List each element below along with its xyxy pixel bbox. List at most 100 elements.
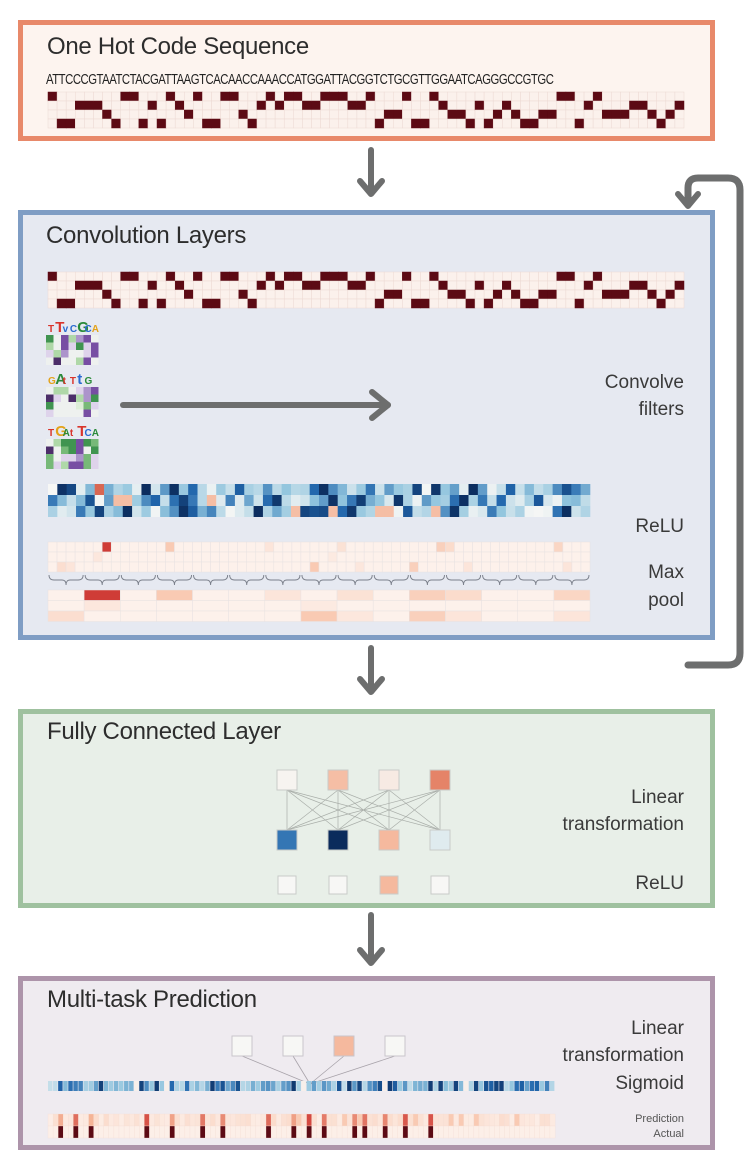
prediction-cell [245, 1113, 252, 1127]
relu-input-cell [216, 495, 226, 506]
sigmoid-cell [473, 1081, 479, 1091]
actual-cell [357, 1125, 363, 1139]
one-hot-cell [365, 298, 376, 309]
relu-input-cell [496, 506, 507, 517]
relu-output-cell [65, 541, 76, 553]
one-hot-cell [193, 91, 203, 102]
filter-weight-cell [91, 394, 99, 402]
one-hot-cell [574, 91, 585, 102]
one-hot-cell [374, 280, 385, 291]
one-hot-cell [620, 100, 630, 111]
relu-output-cell [571, 551, 582, 563]
one-hot-cell [665, 91, 676, 102]
max-pool-cell [47, 589, 85, 601]
one-hot-cell [65, 298, 76, 309]
relu-input-cell [262, 506, 273, 517]
sigmoid-cell [88, 1081, 94, 1091]
one-hot-cell [111, 109, 121, 120]
fc-relu-label: ReLU [635, 873, 684, 894]
actual-cell [306, 1125, 312, 1139]
one-hot-cell [56, 280, 67, 291]
one-hot-cell [556, 289, 567, 300]
relu-input-cell [141, 506, 152, 517]
one-hot-cell [483, 118, 494, 129]
prediction-cell [514, 1113, 520, 1127]
max-pool-cell [336, 610, 374, 622]
prediction-cell [159, 1113, 165, 1127]
prediction-cell [149, 1113, 155, 1127]
one-hot-cell [665, 280, 676, 291]
filter-weight-cell [91, 409, 99, 417]
one-hot-cell [638, 298, 648, 309]
pool-brace [193, 574, 229, 586]
one-hot-cell [420, 271, 430, 282]
sigmoid-cell [291, 1081, 296, 1091]
sigmoid-cell [184, 1081, 190, 1091]
max-pool-cell [264, 589, 302, 601]
one-hot-cell [547, 280, 558, 291]
one-hot-cell [102, 298, 112, 309]
motif-logo-letter: T [77, 423, 86, 440]
one-hot-cell [320, 109, 330, 120]
relu-output-cell [372, 541, 383, 553]
one-hot-cell [492, 118, 503, 129]
prediction-cell [83, 1113, 89, 1127]
mt-input-node [231, 1035, 253, 1057]
actual-cell [235, 1125, 241, 1139]
actual-cell [458, 1125, 464, 1139]
sigmoid-cell [195, 1081, 200, 1091]
one-hot-cell [174, 298, 185, 309]
one-hot-cell [283, 271, 294, 282]
prediction-cell [179, 1113, 186, 1127]
one-hot-cell [47, 109, 58, 120]
sigmoid-cell [499, 1081, 504, 1091]
relu-output-cell [427, 561, 437, 573]
one-hot-cell [538, 118, 548, 129]
relu-input-cell [524, 495, 535, 506]
prediction-cell [270, 1113, 277, 1127]
fc-connection [286, 789, 441, 831]
one-hot-cell [247, 298, 258, 309]
relu-input-cell [543, 506, 553, 517]
sigmoid-cell [362, 1081, 367, 1091]
motif-logo-letter: G [55, 423, 67, 440]
actual-cell [98, 1125, 105, 1139]
relu-output-cell [138, 551, 148, 563]
filter-weight-cell [91, 402, 99, 410]
pool-brace [120, 574, 156, 586]
sigmoid-cell [484, 1081, 489, 1091]
prediction-cell [68, 1113, 74, 1127]
actual-cell [296, 1125, 302, 1139]
one-hot-cell [302, 280, 312, 291]
relu-output-cell [580, 561, 591, 573]
filter-weight-cell [83, 394, 91, 402]
motif-logo-letter: A [63, 428, 70, 439]
one-hot-cell [565, 109, 576, 120]
filter-weight-cell [61, 439, 69, 447]
one-hot-cell [220, 289, 230, 300]
one-hot-cell [274, 100, 285, 111]
prediction-cell [144, 1113, 150, 1127]
one-hot-cell [247, 100, 258, 111]
max-pool-cell [445, 610, 482, 622]
relu-input-cell [206, 495, 217, 506]
fully-connected-title: Fully Connected Layer [47, 718, 281, 745]
one-hot-cell [538, 91, 548, 102]
relu-input-cell [356, 484, 367, 495]
prediction-cell [382, 1113, 388, 1127]
one-hot-cell [302, 289, 312, 300]
prediction-cell [494, 1113, 500, 1127]
sigmoid-cell [210, 1081, 215, 1091]
prediction-cell [499, 1113, 505, 1127]
fc-input-node [276, 769, 298, 791]
max-pool-cell [336, 600, 374, 612]
one-hot-cell [302, 271, 312, 282]
mt-connection [292, 1055, 311, 1085]
filter-weight-cell [91, 357, 99, 365]
one-hot-cell [65, 271, 76, 282]
relu-input-cell [403, 484, 413, 495]
relu-input-cell [94, 495, 105, 506]
one-hot-cell [238, 298, 249, 309]
one-hot-cell [174, 100, 185, 111]
relu-input-cell [496, 495, 507, 506]
